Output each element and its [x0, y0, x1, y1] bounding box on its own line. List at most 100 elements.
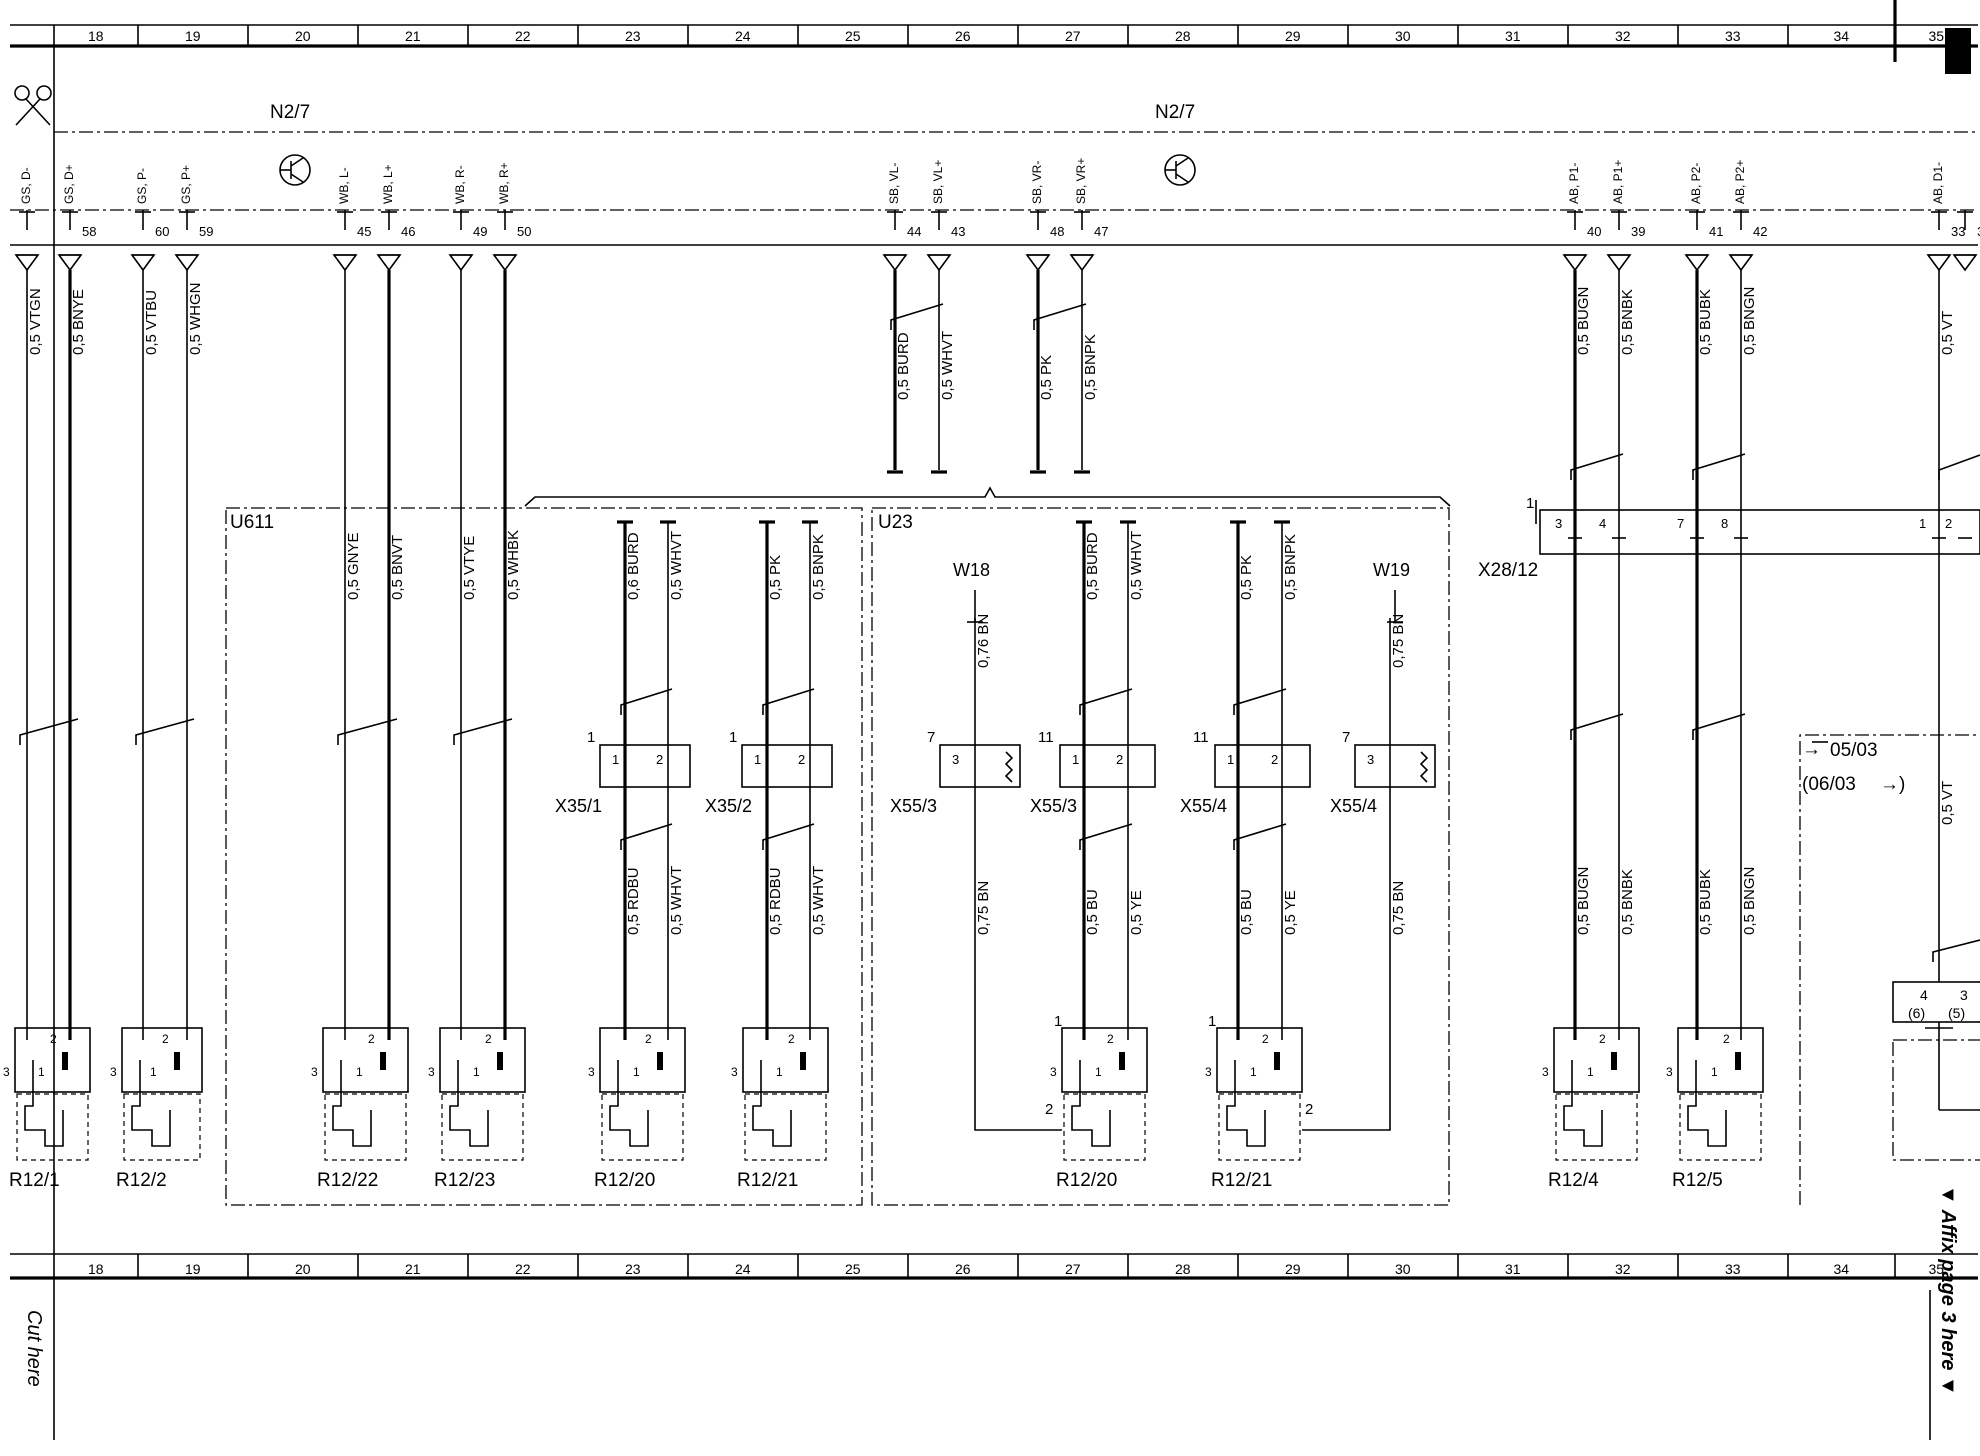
pin-number: 33 — [1951, 224, 1965, 239]
wire-color-label: 0,5 BURD — [1084, 532, 1101, 600]
transistor-icon — [1164, 154, 1196, 186]
r12-pin-3: 3 — [1205, 1065, 1212, 1079]
wire-color-label: 0,5 WHVT — [668, 866, 685, 935]
wire-color-label: 0,5 PK — [1238, 555, 1255, 600]
connector-triangle — [448, 254, 474, 272]
connector-triangle — [57, 254, 83, 272]
connector-triangle — [882, 254, 908, 272]
wire-color-label: 0,5 WHBK — [505, 530, 522, 600]
r12-pin-3: 3 — [1542, 1065, 1549, 1079]
r12-pin-1: 1 — [38, 1065, 45, 1079]
r12-pin-1: 1 — [776, 1065, 783, 1079]
r12-pin-1: 1 — [1711, 1065, 1718, 1079]
connector-pin-number: 3 — [1367, 752, 1374, 767]
twisted-pair-mark — [1570, 713, 1624, 740]
connector-pin-number: 2 — [1271, 752, 1278, 767]
affix-label: ▼ Affix page 3 here ▼ — [1937, 1185, 1959, 1396]
wire-color-label: 0,5 VTGN — [27, 288, 44, 355]
grid-column-number: 31 — [1505, 1261, 1521, 1277]
pin-label: WB, L- — [337, 167, 351, 204]
r12-label: R12/4 — [1548, 1170, 1599, 1191]
grid-column-number: 21 — [405, 28, 421, 44]
wire-color-label: 0,6 BURD — [625, 532, 642, 600]
r12-pin-3: 3 — [1050, 1065, 1057, 1079]
module-n2-7-label-right: N2/7 — [1155, 102, 1195, 123]
pin-number: 42 — [1753, 224, 1767, 239]
pin-number: 44 — [907, 224, 921, 239]
grid-column-number: 25 — [845, 1261, 861, 1277]
wire-color-label: 0,5 GNYE — [345, 532, 362, 600]
pin-label: AB, D1- — [1931, 162, 1945, 204]
grid-column-number: 19 — [185, 28, 201, 44]
twisted-pair-mark — [1570, 453, 1624, 480]
connector-label: X55/3 — [1030, 796, 1077, 816]
connector-label: X55/4 — [1330, 796, 1377, 816]
wire-color-label: 0,5 BNGN — [1741, 287, 1758, 355]
grid-column-number: 23 — [625, 1261, 641, 1277]
grid-column-number: 32 — [1615, 1261, 1631, 1277]
r12-pin-1: 1 — [356, 1065, 363, 1079]
grid-column-number: 18 — [88, 1261, 104, 1277]
wire-color-label: 0,5 BNGN — [1741, 867, 1758, 935]
r12-pin-1: 1 — [473, 1065, 480, 1079]
wire-color-label: 0,5 VTYE — [461, 536, 478, 600]
r12-pin-1: 1 — [1250, 1065, 1257, 1079]
w18-return-wire — [974, 980, 1062, 1131]
pin-number: 60 — [155, 224, 169, 239]
pin-number: 58 — [82, 224, 96, 239]
r12-pin-1: 1 — [1587, 1065, 1594, 1079]
grid-column-number: 20 — [295, 28, 311, 44]
wire-color-label: 0,5 WHGN — [187, 282, 204, 355]
grid-column-number: 29 — [1285, 1261, 1301, 1277]
r12-pin-3: 3 — [110, 1065, 117, 1079]
x28-pin-number: 1 — [1919, 516, 1926, 531]
pin-4: 4 — [1920, 987, 1928, 1003]
connector-pin-number: 2 — [1116, 752, 1123, 767]
connector-triangle — [1926, 254, 1952, 272]
r12-sensor-layer: 321R12/1321R12/2321R12/22321R12/23321R12… — [3, 1027, 1764, 1191]
r12-pin-2: 2 — [1723, 1032, 1730, 1046]
grid-column-number: 22 — [515, 1261, 531, 1277]
pin-label: GS, D+ — [62, 164, 76, 204]
pin-number: 34 — [1977, 224, 1980, 239]
r12-label: R12/23 — [434, 1170, 495, 1191]
w19-return-wire — [1302, 980, 1391, 1131]
corner-mark: 2 — [1305, 1101, 1313, 1118]
pin-6: (6) — [1908, 1005, 1925, 1021]
connector-label: X55/3 — [890, 796, 937, 816]
pin-label: AB, P1- — [1567, 163, 1581, 204]
connector-label: X35/1 — [555, 796, 602, 816]
grid-column-number: 23 — [625, 28, 641, 44]
r12-label: R12/1 — [9, 1170, 60, 1191]
pin-label: GS, D- — [19, 167, 33, 204]
r12-label: R12/21 — [737, 1170, 798, 1191]
twisted-pair-mark — [1692, 453, 1746, 480]
wire-color-label: 0,75 BN — [975, 881, 992, 935]
scissors-icon — [14, 85, 52, 126]
r12-pin-2: 2 — [368, 1032, 375, 1046]
r12-label: R12/2 — [116, 1170, 167, 1191]
wire-color-label: 0,5 VTBU — [143, 290, 160, 355]
connector-pin-number: 1 — [1227, 752, 1234, 767]
connector-triangle — [1606, 254, 1632, 272]
r12-pin-3: 3 — [588, 1065, 595, 1079]
twisted-pair-mark — [1692, 713, 1746, 740]
r12-pin-3: 3 — [1666, 1065, 1673, 1079]
ref-05-03: 05/03 — [1830, 740, 1878, 761]
wire-color-label: 0,5 YE — [1282, 890, 1299, 935]
connector-triangle — [926, 254, 952, 272]
grid-column-number: 24 — [735, 28, 751, 44]
resistor-icon — [1419, 751, 1429, 783]
connector-triangle — [174, 254, 200, 272]
corner-marker — [1945, 28, 1971, 74]
pin-number: 40 — [1587, 224, 1601, 239]
grid-column-number: 27 — [1065, 28, 1081, 44]
pin-label: GS, P+ — [179, 165, 193, 204]
connector-triangle — [1025, 254, 1051, 272]
corner-mark: 1 — [1208, 1013, 1216, 1030]
twisted-pair-mark — [620, 688, 673, 715]
twisted-pair-mark — [1079, 823, 1133, 850]
wire-color-label: 0,5 BNYE — [70, 289, 87, 355]
